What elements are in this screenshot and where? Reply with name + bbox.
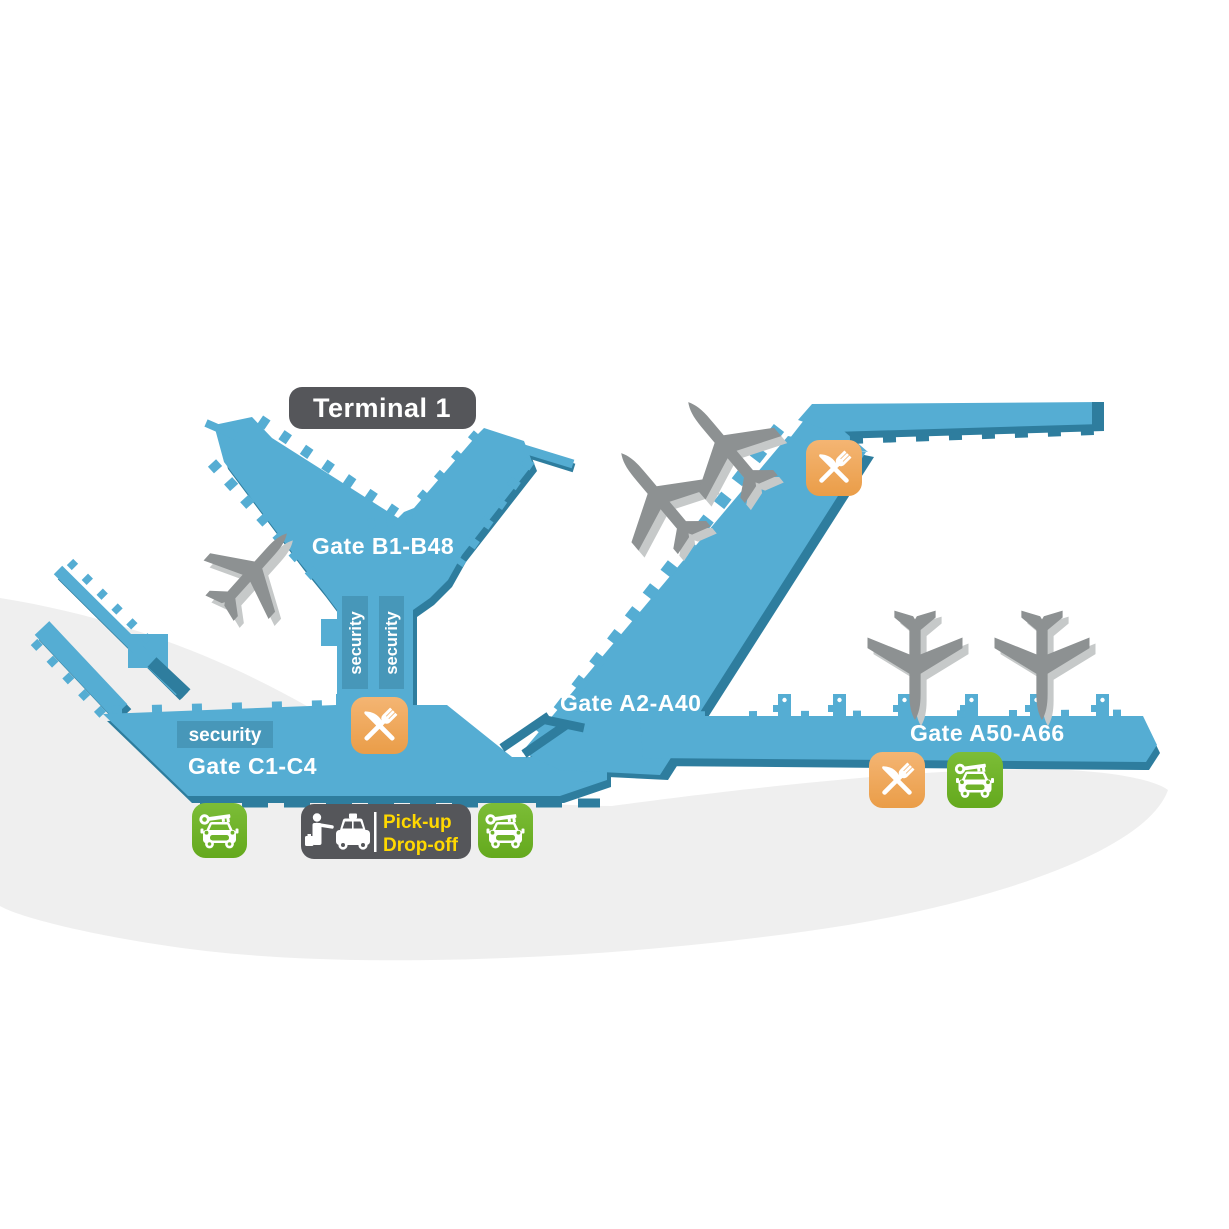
car-rental-icon-west (192, 803, 247, 858)
airplane-icon (867, 610, 969, 726)
b-left-tip-stub (204, 419, 238, 440)
concourse-a-top-arm (798, 402, 1102, 432)
concourse-b-shape (214, 417, 533, 696)
jet-bridges (499, 712, 585, 758)
concourse-a-high-shape (640, 716, 1157, 762)
restaurant-icon-north (806, 440, 862, 496)
pickup-label: Pick-up (383, 812, 452, 833)
terminal-buildings (103, 402, 1157, 796)
badge-divider (374, 812, 377, 852)
terminal-badge: Terminal 1 (289, 387, 476, 429)
car-rental-icon-center (478, 803, 533, 858)
restaurant-icon-central (351, 697, 408, 754)
restaurant-icon-east (869, 752, 925, 808)
shadow-teeth (200, 427, 1096, 808)
security-box-left (342, 596, 368, 689)
terminal-badge-label: Terminal 1 (313, 393, 451, 423)
concourse-a-low-shape (522, 436, 866, 775)
security-label-vertical-right: security (383, 611, 401, 675)
jetway-dots (782, 697, 1105, 703)
gate-a-high-label: Gate A50-A66 (910, 720, 1065, 746)
gate-a-low-label: Gate A2-A40 (560, 690, 701, 716)
gate-b-label: Gate B1-B48 (312, 533, 454, 559)
airplane-icon (994, 610, 1096, 726)
jetway-stubs (773, 694, 1109, 722)
security-label-vertical-left: security (347, 611, 365, 675)
pickup-dropoff-badge: Pick-up Drop-off (301, 804, 471, 859)
apron-background (0, 598, 1168, 961)
pickup-dropoff-taxi-icon (305, 813, 370, 850)
security-box-right (379, 596, 404, 689)
stem-side-tab (321, 619, 338, 646)
security-box-c (177, 721, 273, 748)
car-rental-icon-east (947, 752, 1003, 808)
dropoff-label: Drop-off (383, 835, 459, 856)
security-checkpoints: security security security (177, 596, 404, 748)
pier-b (34, 621, 128, 718)
pier-a-connector (147, 657, 191, 699)
gate-c-label: Gate C1-C4 (188, 753, 317, 779)
top-arm-end-cap (1092, 402, 1104, 426)
gate-teeth (30, 415, 1141, 738)
security-label-c: security (189, 725, 262, 746)
b-right-tip-stub (522, 444, 575, 469)
